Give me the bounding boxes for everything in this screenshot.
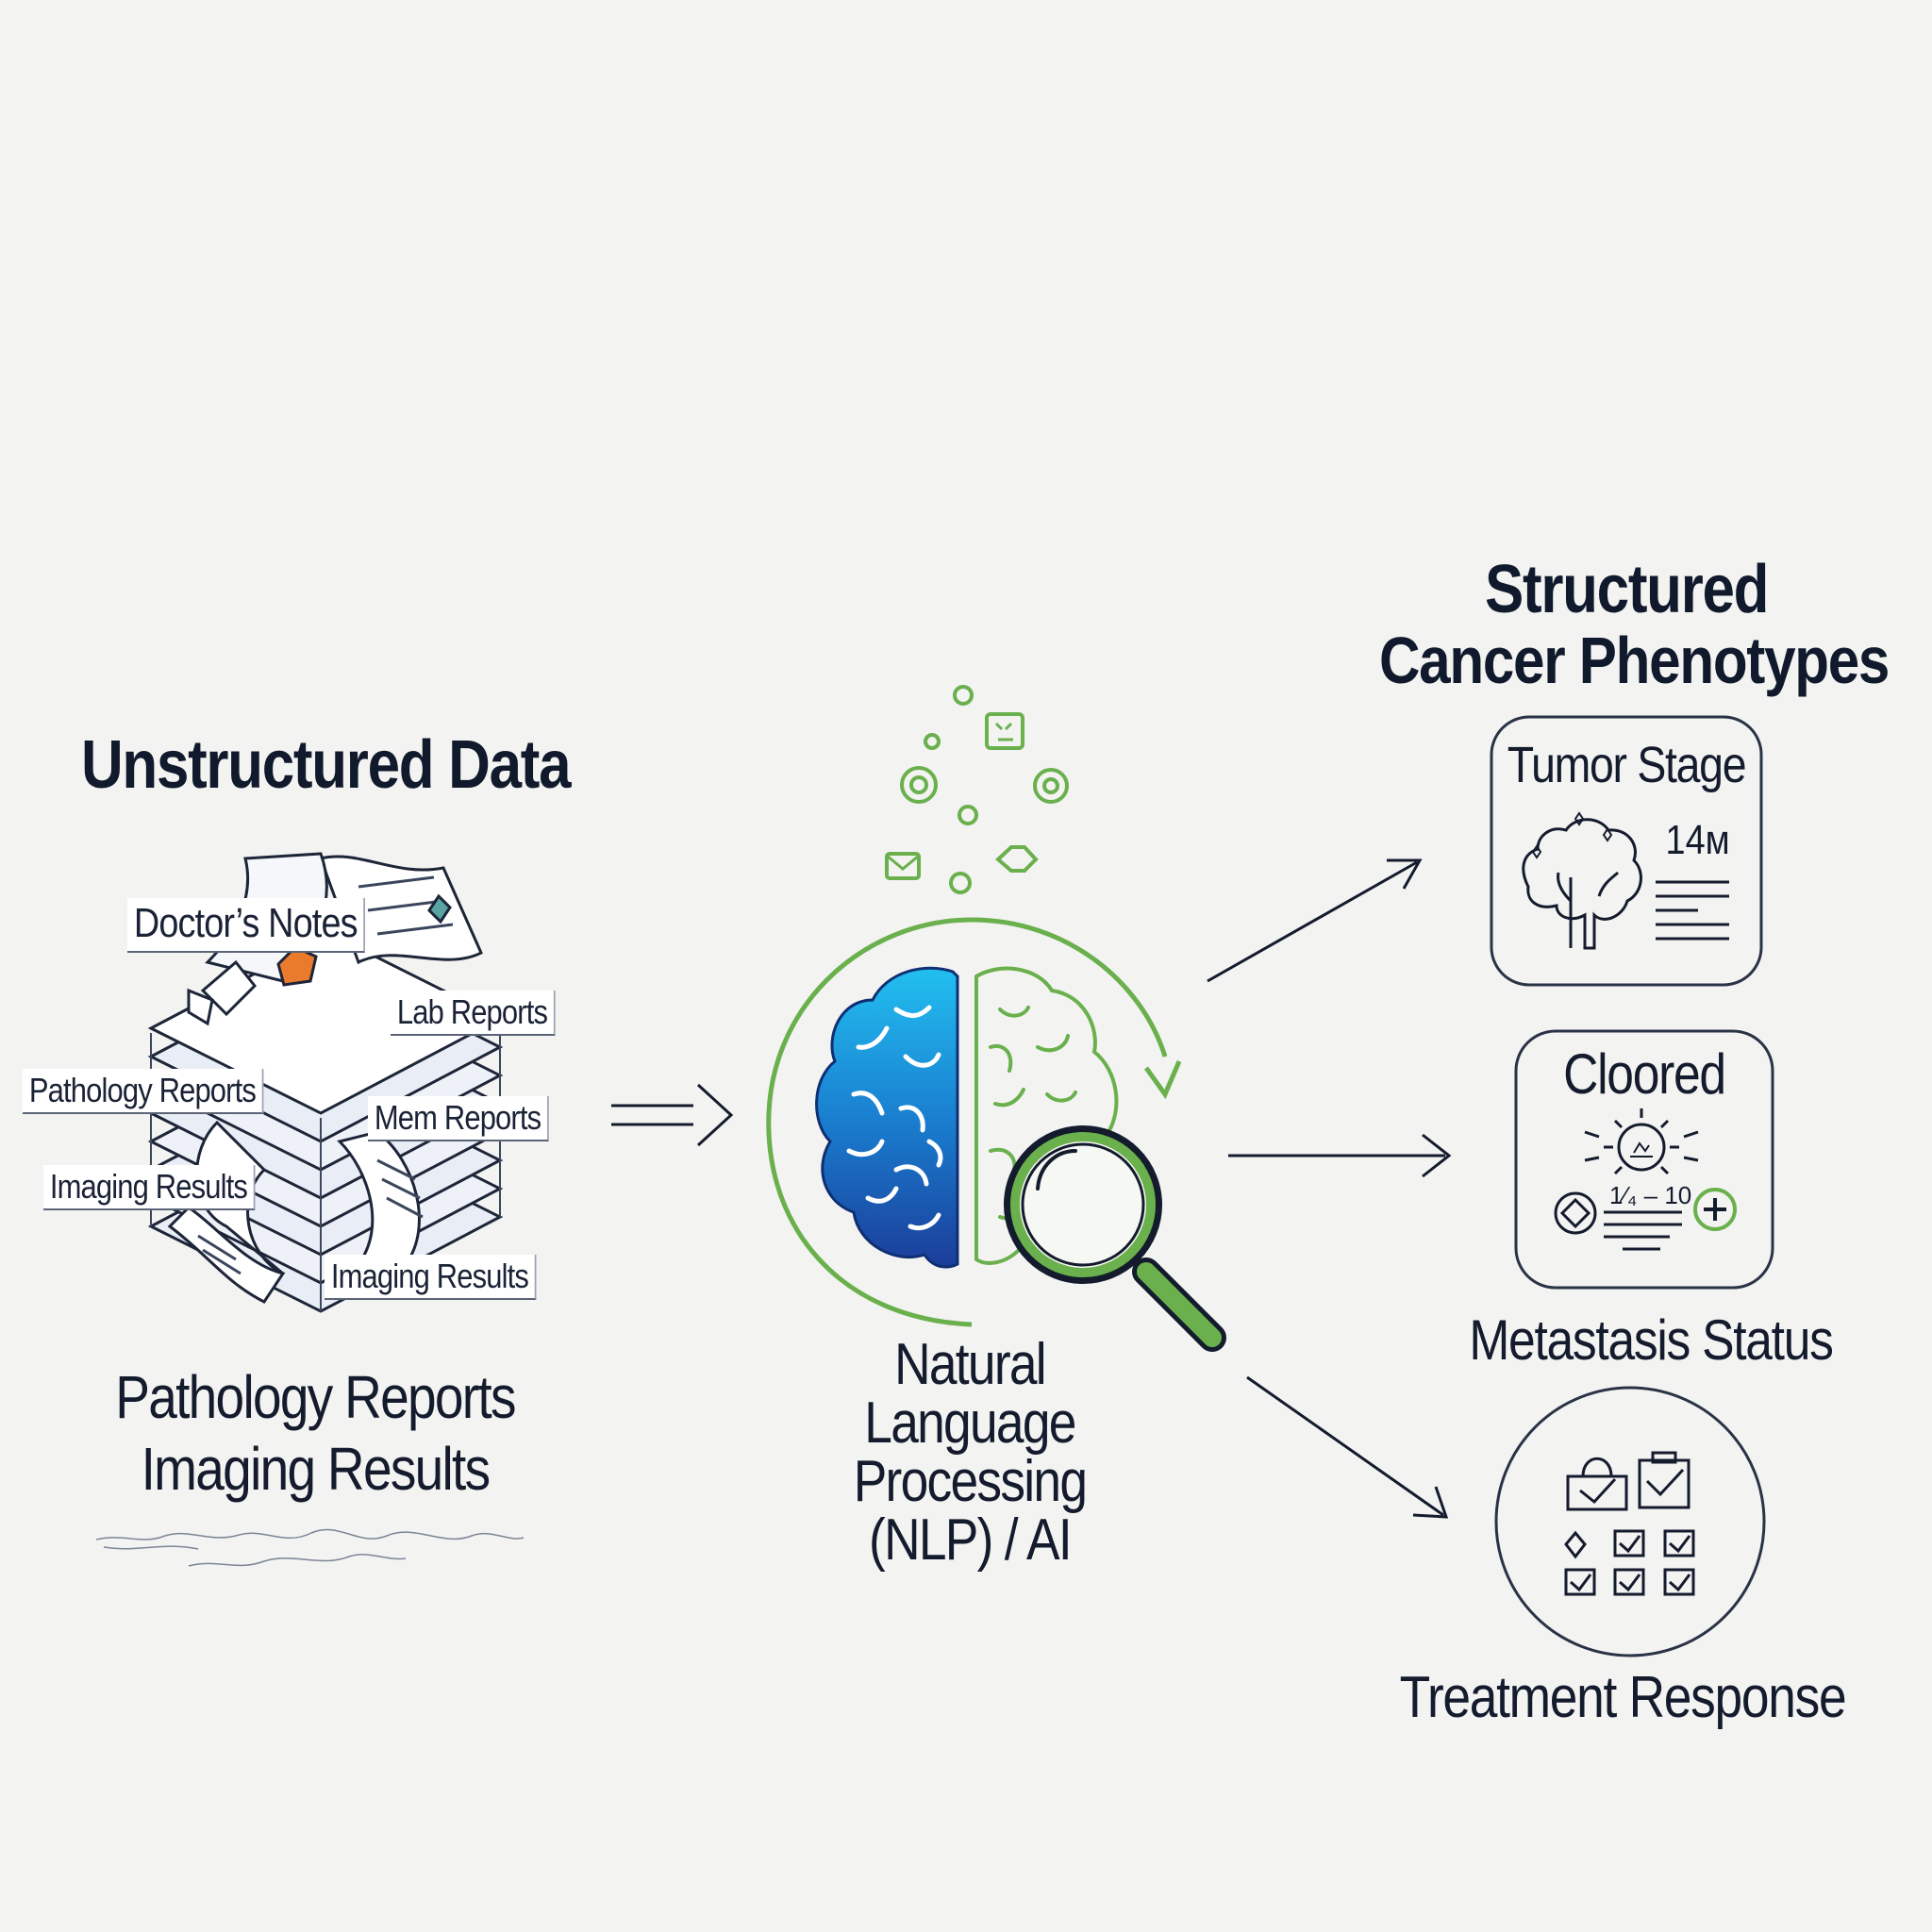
bag-check-icon (1566, 1457, 1628, 1511)
nlp-label-line1: Natural (894, 1332, 1047, 1397)
left-subtitle-line1: Pathology Reports (115, 1363, 516, 1431)
tag-doctors-notes: Doctor’s Notes (127, 898, 366, 953)
treatment-response-label: Treatment Response (1399, 1665, 1847, 1730)
tag-imaging-results-2: Imaging Results (325, 1255, 537, 1301)
dot-icon (924, 733, 941, 750)
tag-mem-reports: Mem Reports (368, 1096, 549, 1142)
metastasis-card-title: Cloored (1563, 1042, 1726, 1106)
metastasis-card-value: 1⁄₄ – 10 (1609, 1181, 1692, 1209)
face-box-icon (985, 712, 1024, 750)
sparkle-icons (1531, 811, 1613, 859)
left-title: Unstructured Data (81, 727, 572, 803)
nlp-label-line3: Processing (853, 1449, 1088, 1514)
nlp-label-line4: (NLP) / AI (869, 1507, 1073, 1573)
target-icon (1033, 768, 1069, 804)
checkbox-grid-icon (1564, 1529, 1695, 1596)
metastasis-status-label: Metastasis Status (1469, 1308, 1834, 1372)
dot-icon (953, 685, 974, 706)
treatment-response-card (1494, 1386, 1766, 1657)
diamond-circle-icon (1554, 1191, 1597, 1235)
input-arrow (611, 1083, 734, 1147)
right-title-line2: Cancer Phenotypes (1379, 624, 1890, 697)
magnifier-icon (1004, 1125, 1226, 1352)
tumor-stage-value: 14м (1665, 817, 1730, 863)
cycle-arrow-icon (1143, 1060, 1182, 1100)
brain-left-half-icon (815, 966, 959, 1269)
tag-pathology-reports: Pathology Reports (23, 1069, 264, 1115)
target-icon (900, 766, 938, 804)
metastasis-card (1514, 1029, 1774, 1290)
dot-icon (958, 805, 978, 825)
tag-lab-reports: Lab Reports (391, 991, 556, 1037)
nlp-label: Natural Language Processing (NLP) / AI (840, 1336, 1099, 1570)
nlp-label-line2: Language (864, 1391, 1076, 1456)
clipboard-check-icon (1638, 1451, 1690, 1509)
output-arrows (1207, 858, 1452, 1519)
process-cycle-arc (766, 917, 1168, 1327)
floating-data-icons (885, 685, 1069, 894)
tag-imaging-results-1: Imaging Results (43, 1165, 256, 1211)
scribble-underline (95, 1528, 525, 1567)
sun-target-icon (1584, 1108, 1699, 1175)
tumor-icon (1522, 818, 1642, 950)
right-title-line1: Structured (1485, 552, 1769, 627)
arrow-to-treatment (1246, 1375, 1444, 1517)
tumor-stage-title: Tumor Stage (1507, 737, 1747, 793)
tumor-stage-card (1490, 715, 1763, 987)
left-subtitle-line2: Imaging Results (141, 1435, 491, 1503)
arrow-to-tumor-stage (1207, 860, 1418, 983)
text-lines-icon (1656, 880, 1729, 941)
dot-icon (949, 872, 972, 894)
hex-arrow-icon (994, 845, 1039, 873)
card2-text-lines (1604, 1210, 1682, 1251)
envelope-icon (885, 852, 921, 880)
plus-circle-icon (1693, 1188, 1737, 1231)
